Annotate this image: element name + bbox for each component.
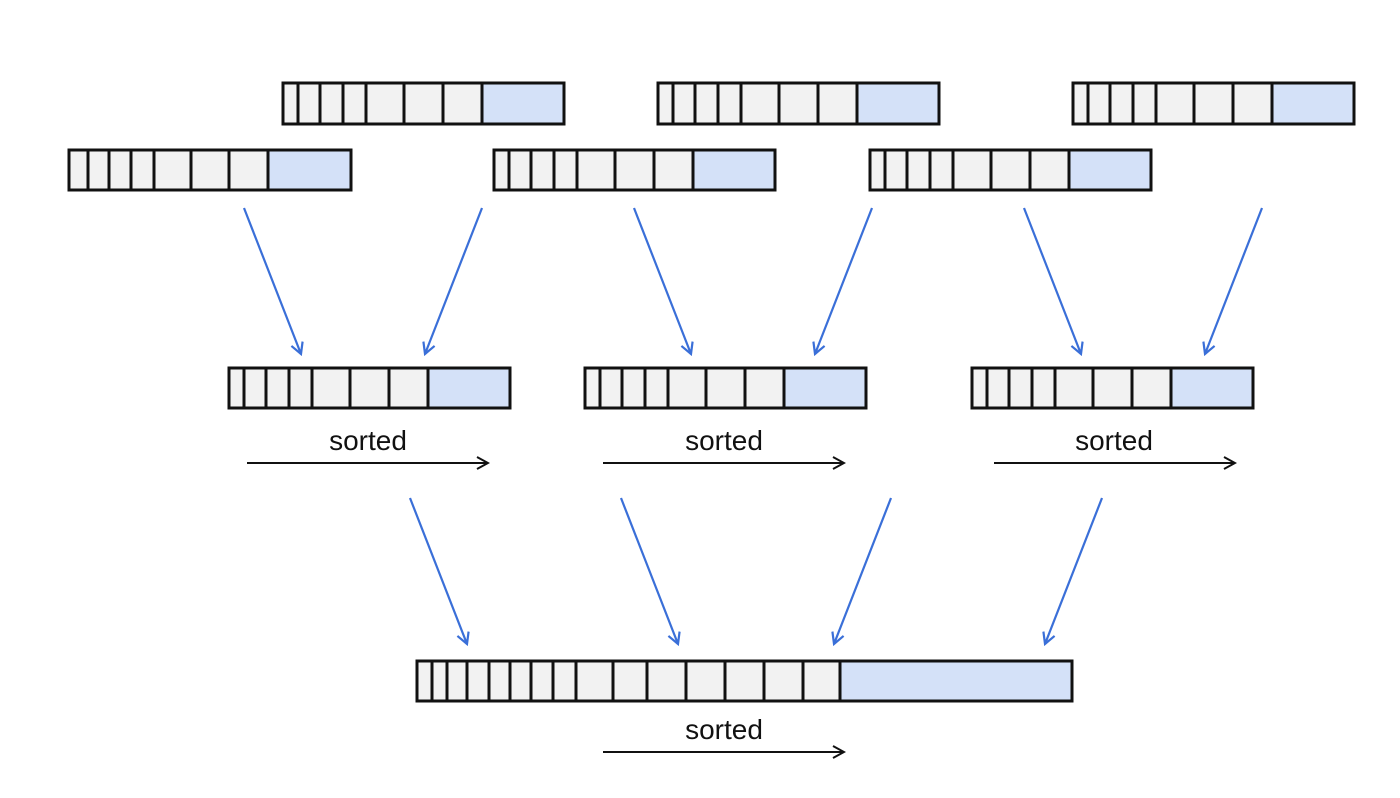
merge-arrow [425,207,484,354]
merge-arrow [834,497,893,644]
merge-arrow [1045,497,1104,644]
merge-arrow [408,497,467,644]
sorted-label: sorted [685,425,763,456]
array-final [415,659,1074,703]
sorted-label: sorted [1075,425,1153,456]
sorted-label: sorted [685,714,763,745]
array-input-4 [656,81,941,126]
merge-arrow [632,207,691,354]
sorted-label: sorted [329,425,407,456]
array-merged-2 [583,366,868,410]
merge-arrow [815,207,874,354]
merge-arrow [242,207,301,354]
array-input-2 [281,81,566,126]
array-input-1 [67,148,353,192]
array-input-6 [1071,81,1356,126]
merge-arrow [1022,207,1081,354]
array-merged-3 [970,366,1255,410]
array-input-3 [492,148,777,192]
array-merged-1 [227,366,512,410]
merge-arrow [619,497,678,644]
array-input-5 [868,148,1153,192]
merge-arrow [1205,207,1264,354]
